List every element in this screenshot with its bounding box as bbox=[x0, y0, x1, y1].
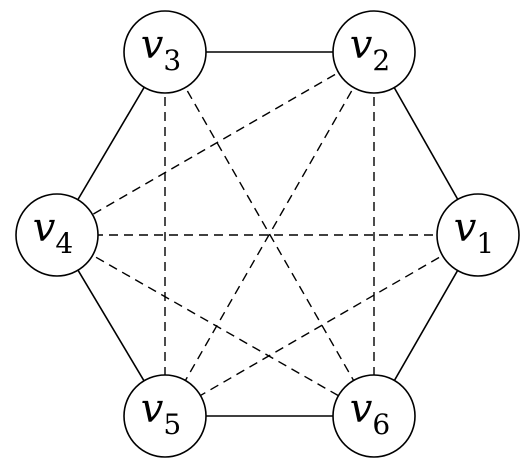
node-label-v2: v2 bbox=[350, 22, 390, 77]
node-circle-v3 bbox=[123, 10, 207, 94]
node-v3: v3 bbox=[123, 10, 207, 94]
node-subscript: 5 bbox=[163, 408, 181, 441]
node-label-v3: v3 bbox=[141, 22, 181, 77]
node-subscript: 1 bbox=[476, 227, 494, 260]
node-circle-v2 bbox=[332, 10, 416, 94]
node-v6: v6 bbox=[332, 374, 416, 458]
node-v2: v2 bbox=[332, 10, 416, 94]
node-letter: v bbox=[350, 22, 373, 68]
node-letter: v bbox=[350, 386, 373, 432]
node-letter: v bbox=[141, 386, 164, 432]
node-circle-v5 bbox=[123, 374, 207, 458]
node-circle-v6 bbox=[332, 374, 416, 458]
edge-v2-v5 bbox=[164, 51, 375, 417]
node-subscript: 4 bbox=[55, 227, 73, 260]
node-label-v5: v5 bbox=[141, 386, 181, 441]
node-label-v4: v4 bbox=[33, 205, 73, 260]
node-letter: v bbox=[141, 22, 164, 68]
node-subscript: 3 bbox=[163, 44, 181, 77]
node-circle-v1 bbox=[436, 193, 520, 277]
edge-v2-v4 bbox=[56, 51, 375, 236]
node-v5: v5 bbox=[123, 374, 207, 458]
node-label-v1: v1 bbox=[454, 205, 494, 260]
node-letter: v bbox=[454, 205, 477, 251]
edge-v4-v6 bbox=[56, 234, 375, 417]
node-v4: v4 bbox=[15, 193, 99, 277]
node-letter: v bbox=[33, 205, 56, 251]
node-circle-v4 bbox=[15, 193, 99, 277]
node-label-v6: v6 bbox=[350, 386, 390, 441]
node-subscript: 2 bbox=[372, 44, 390, 77]
edges-layer bbox=[56, 51, 479, 417]
node-v1: v1 bbox=[436, 193, 520, 277]
edge-v3-v6 bbox=[164, 51, 375, 417]
node-subscript: 6 bbox=[372, 408, 390, 441]
